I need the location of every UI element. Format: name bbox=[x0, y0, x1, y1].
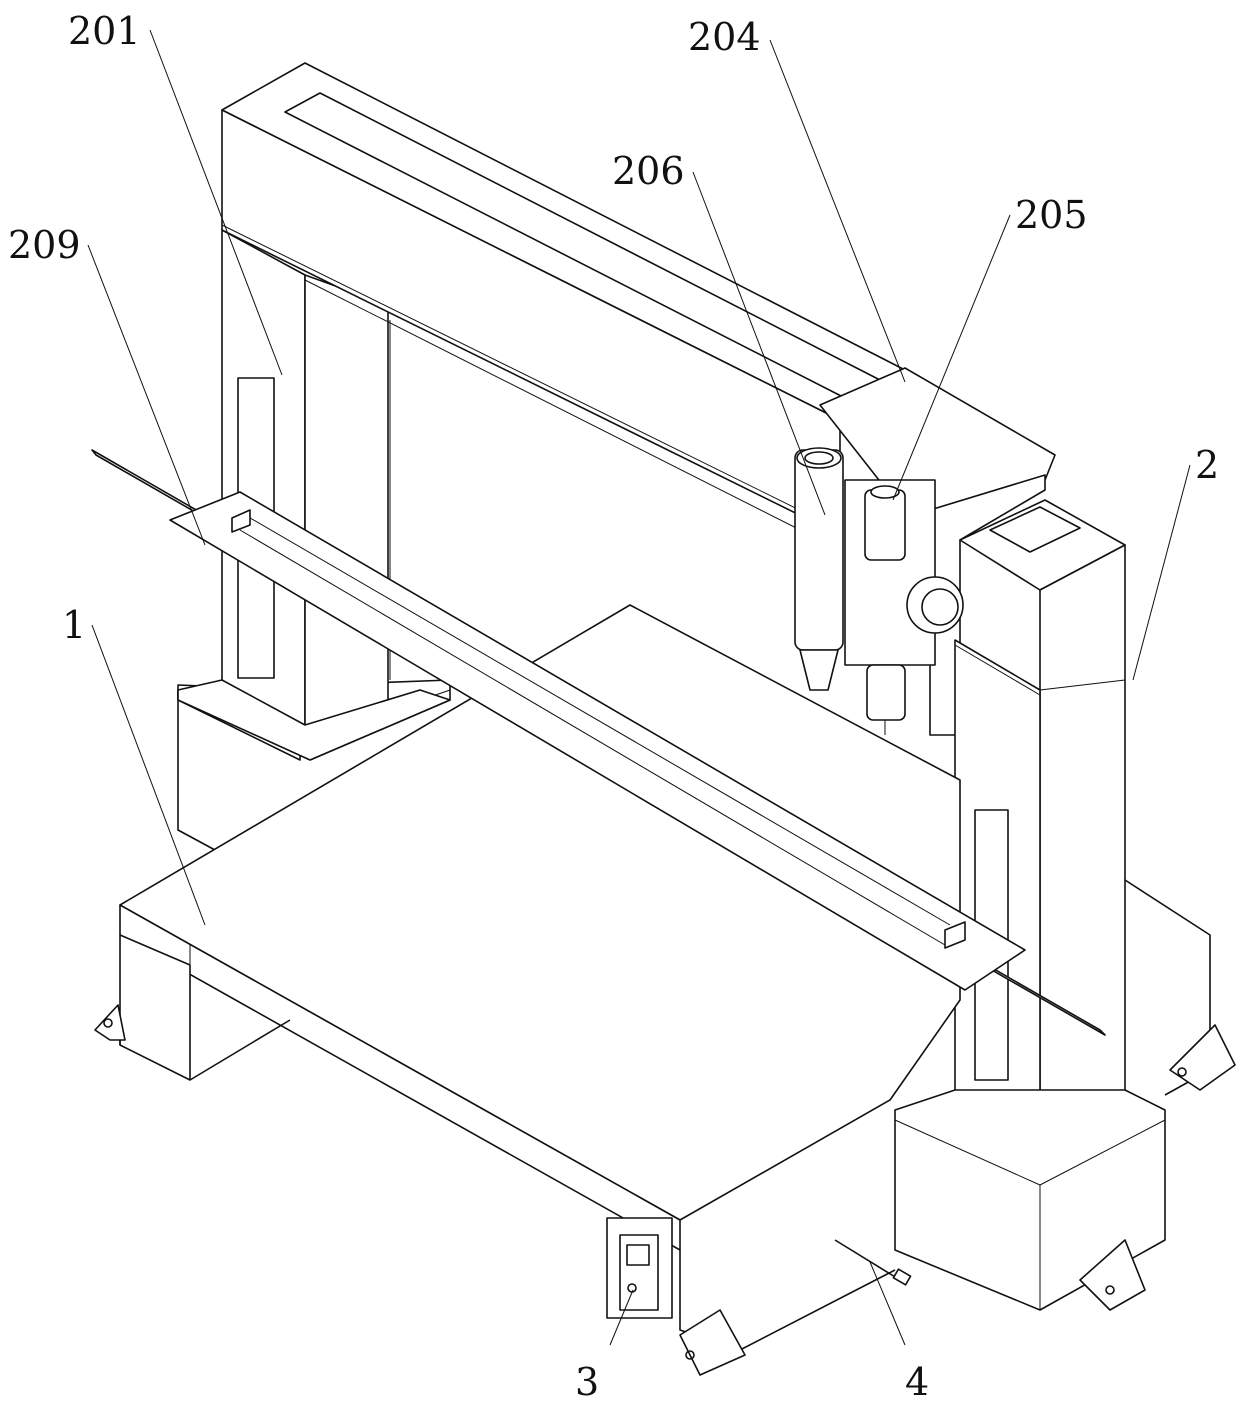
label-3: 3 bbox=[575, 1360, 599, 1404]
right-column bbox=[955, 500, 1125, 1150]
label-201: 201 bbox=[68, 9, 141, 53]
label-4: 4 bbox=[905, 1360, 929, 1404]
label-209: 209 bbox=[8, 223, 81, 267]
label-2: 2 bbox=[1195, 443, 1219, 487]
label-204: 204 bbox=[688, 15, 761, 59]
label-205: 205 bbox=[1015, 193, 1088, 237]
label-1: 1 bbox=[62, 603, 86, 647]
control-panel bbox=[607, 1218, 672, 1318]
label-206: 206 bbox=[612, 149, 685, 193]
